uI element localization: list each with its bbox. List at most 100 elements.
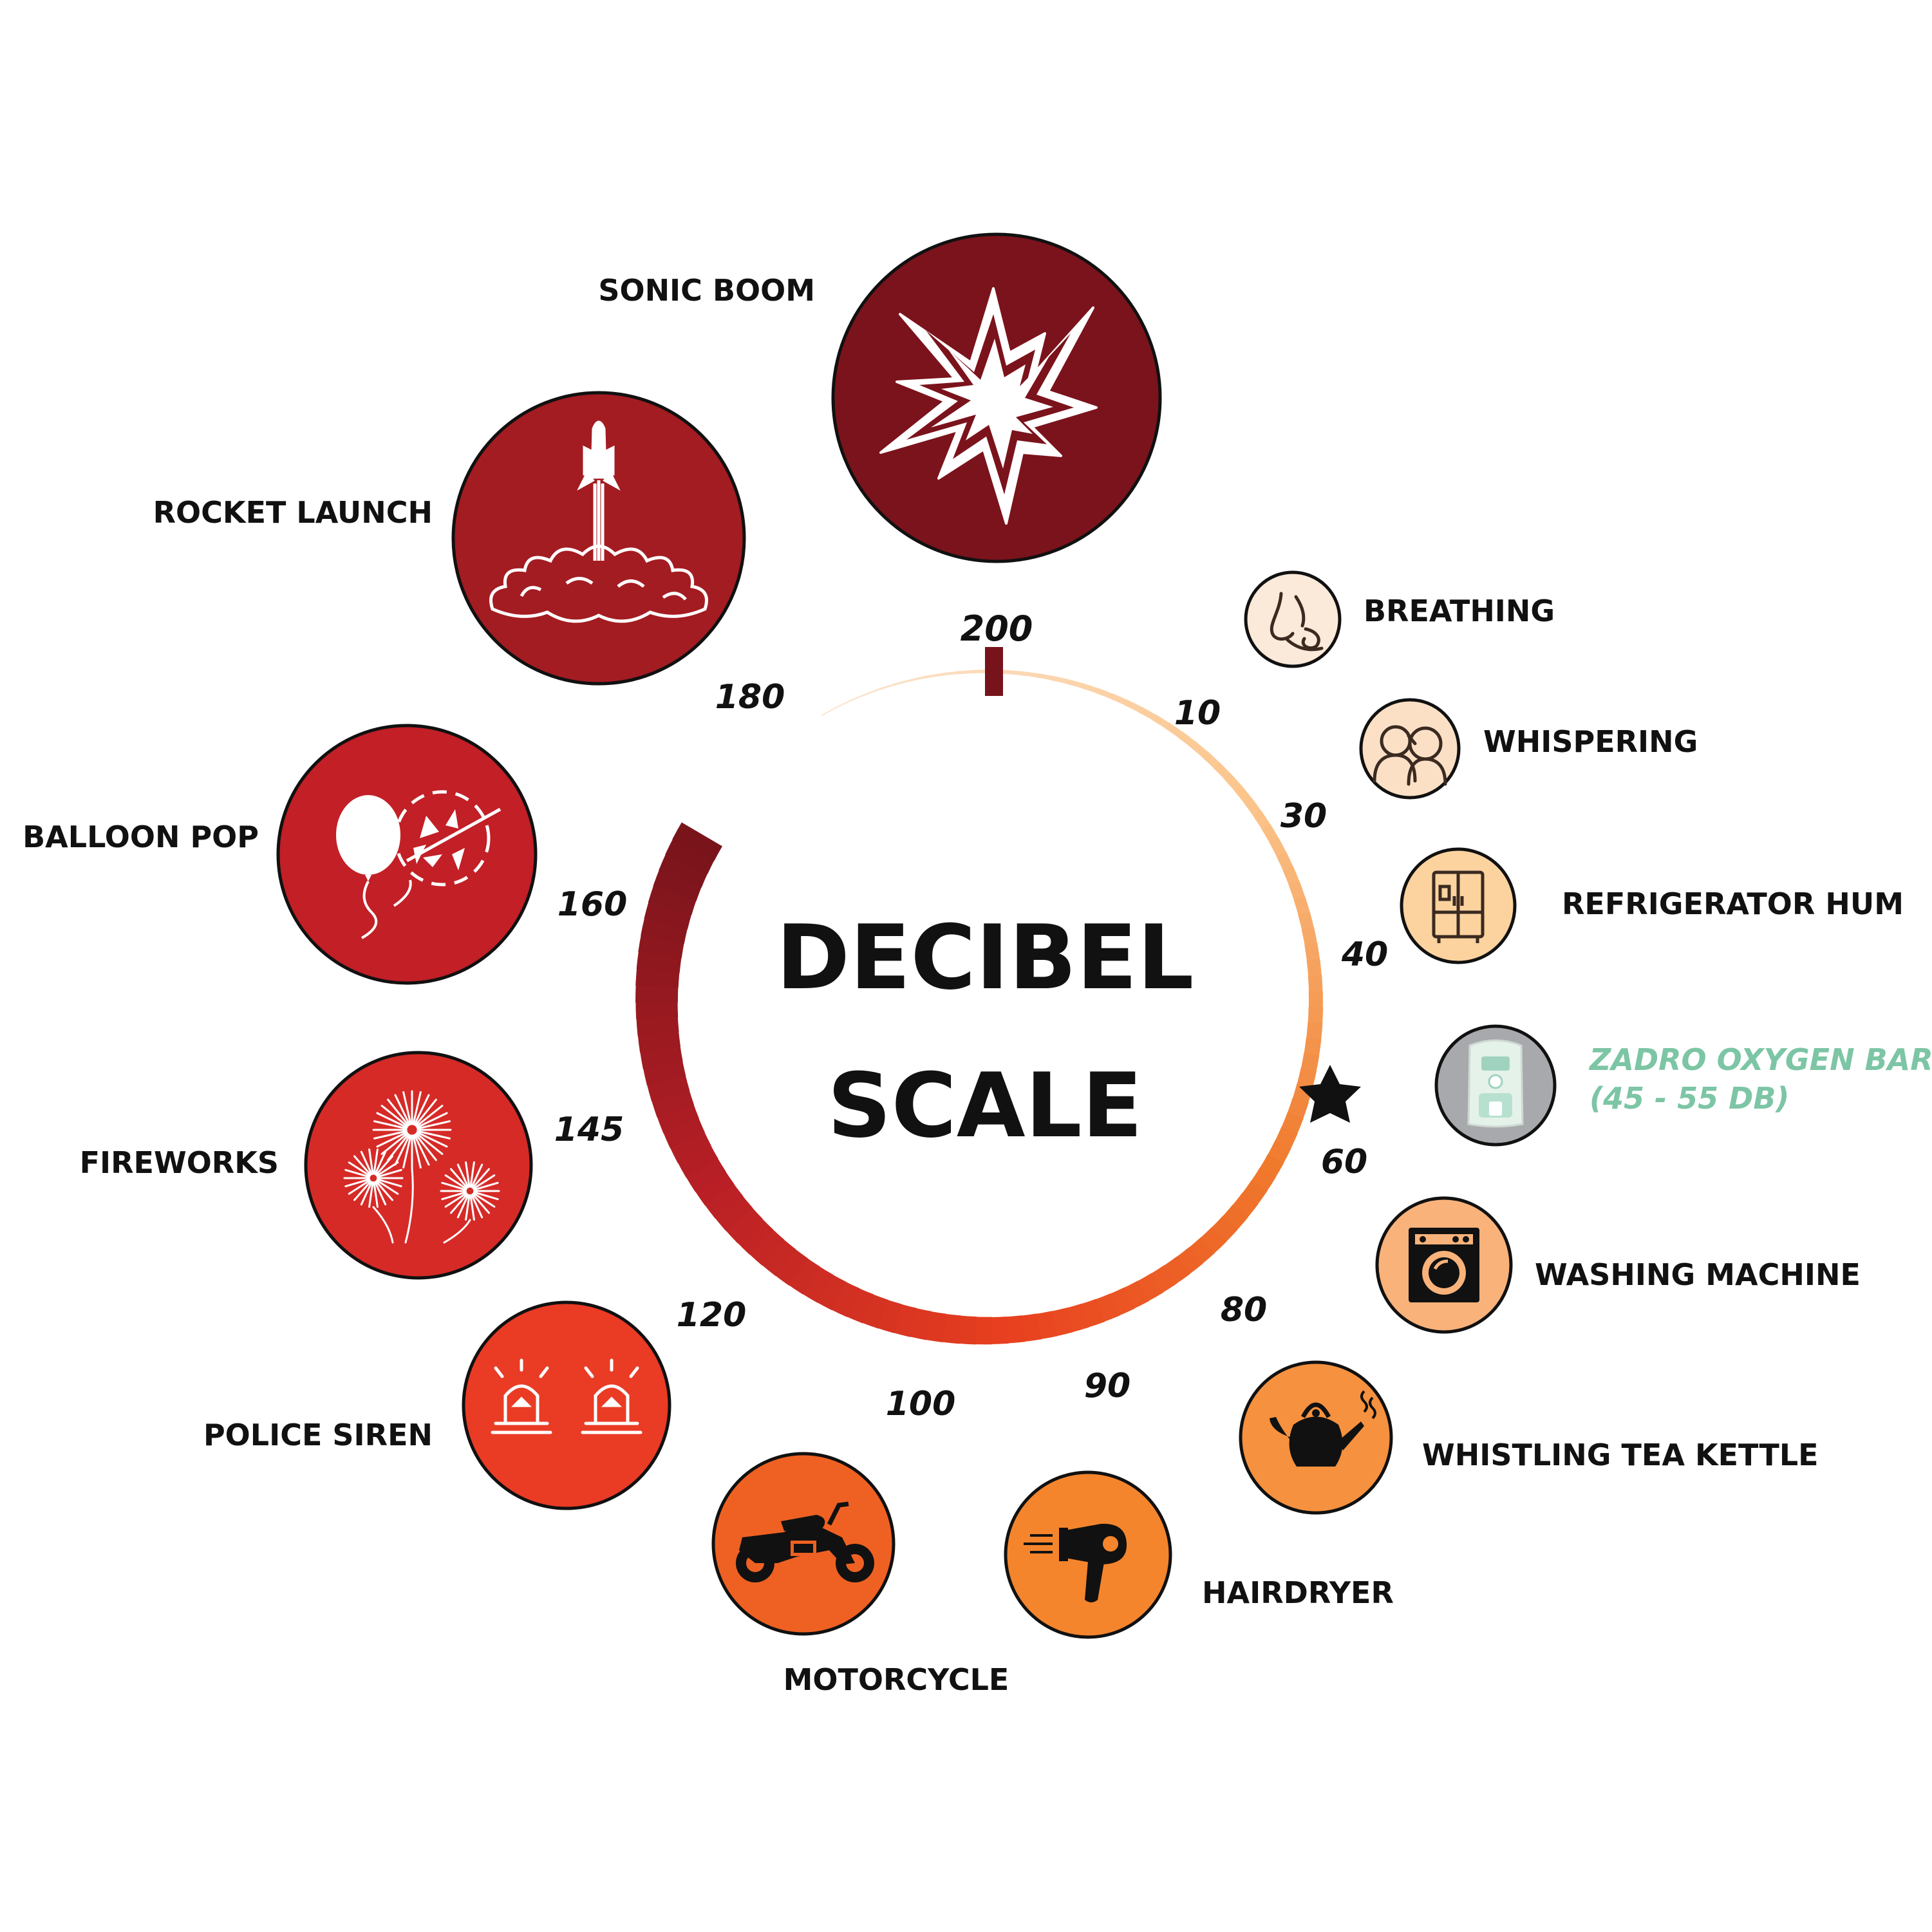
motorcycle-label: MOTORCYCLE: [783, 1662, 1009, 1697]
gauge-arc-segment: [694, 1170, 735, 1206]
gauge-arc-segment: [1065, 679, 1085, 689]
firework-ray: [471, 1193, 490, 1214]
gauge-arc-segment: [1035, 673, 1054, 680]
gauge-arc-segment: [704, 1182, 744, 1219]
gauge-arc-segment: [924, 673, 943, 679]
gauge-arc-segment: [1304, 1037, 1322, 1058]
gauge-arc-segment: [1187, 1237, 1215, 1266]
sound-balloon-pop: BALLOON POP: [23, 724, 538, 985]
gauge-arc-segment: [1293, 896, 1311, 917]
tick-label-200: 200: [961, 608, 1033, 649]
fireworks-label: FIREWORKS: [80, 1145, 279, 1180]
gauge-arc-segment: [1244, 797, 1262, 818]
gauge-arc-segment: [1306, 1022, 1323, 1042]
gauge-arc-segment: [1297, 1067, 1317, 1090]
firework-ray: [415, 1132, 444, 1155]
gauge-arc-end-cap: [985, 647, 1003, 696]
tea-kettle-icon: [1270, 1390, 1376, 1467]
hairdryer-icon: [1024, 1523, 1127, 1602]
firework-ray: [376, 1161, 399, 1177]
gauge-arc-segment: [656, 1102, 699, 1134]
gauge-arc-segment: [1308, 991, 1323, 1009]
gauge-arc-segment: [637, 1029, 681, 1053]
gauge-arc-segment: [1301, 926, 1318, 948]
motorcycle-icon: [736, 1501, 874, 1582]
gauge-arc-segment: [685, 1157, 726, 1192]
firework-ray: [373, 1120, 408, 1130]
gauge-arc-segment: [1035, 1311, 1058, 1340]
gauge-arc-segment: [659, 852, 709, 888]
gauge-arc-segment: [1050, 675, 1069, 684]
tick-label-100: 100: [886, 1385, 956, 1423]
gauge-arc-segment: [651, 1088, 695, 1118]
nose-icon: [1270, 592, 1324, 652]
gauge-arc-segment: [1253, 810, 1271, 831]
sound-oxygen-bar: ZADRO OXYGEN BAR (45 - 55 DB): [1434, 1024, 1932, 1147]
balloon-pop-circle: [276, 724, 538, 985]
breathing-label: BREATHING: [1364, 594, 1555, 628]
gauge-arc-segment: [821, 706, 838, 717]
firework-ray: [471, 1168, 490, 1189]
firework-ray: [416, 1131, 448, 1148]
firework-ray: [376, 1168, 402, 1178]
firework-ray: [373, 1148, 379, 1175]
gauge-arc-segment: [845, 1288, 874, 1324]
firework-ray: [412, 1134, 422, 1168]
firework-ray: [373, 1130, 408, 1140]
gauge-arc-segment: [1004, 1315, 1026, 1344]
gauge-arc-segment: [1304, 943, 1320, 963]
gauge-arc-segment: [1308, 974, 1323, 994]
gauge-arc-segment: [940, 1313, 962, 1344]
firework-ray: [444, 1192, 467, 1208]
refrigerator-icon: [1432, 870, 1485, 943]
gauge-arc-segment: [1224, 773, 1243, 793]
whispering-label: WHISPERING: [1483, 724, 1698, 759]
star-icon: [1299, 1065, 1361, 1123]
firework-ray: [368, 1181, 374, 1208]
gauge-arc-segment: [677, 1143, 718, 1178]
gauge-arc-segment: [940, 671, 959, 677]
firework-ray: [450, 1193, 469, 1214]
firework-ray: [387, 1098, 409, 1127]
firework-ray: [473, 1174, 496, 1190]
gauge-arc-segment: [830, 1280, 860, 1317]
firework-ray: [415, 1105, 444, 1127]
firework-ray: [373, 1181, 379, 1208]
gauge-arc-segment: [1241, 1179, 1268, 1206]
fireworks-circle: [304, 1051, 533, 1280]
firework-ray: [387, 1133, 409, 1161]
firework-ray: [375, 1155, 393, 1176]
firework-ray: [465, 1161, 471, 1188]
gauge-arc-segment: [1020, 1313, 1042, 1342]
gauge-arc-segment: [1165, 722, 1185, 739]
firework-ray: [415, 1098, 437, 1127]
firework-ray: [402, 1091, 412, 1125]
gauge-arc-segment: [713, 1194, 753, 1232]
gauge-arc-segment: [1149, 1265, 1177, 1294]
gauge-arc-segment: [1300, 1053, 1320, 1074]
sound-whispering: WHISPERING: [1359, 698, 1698, 800]
tick-label-120: 120: [677, 1296, 747, 1335]
police-siren-circle: [462, 1300, 671, 1510]
firework-ray: [471, 1194, 483, 1219]
gauge-arc-segment: [1232, 1192, 1259, 1219]
firework-ray: [469, 1161, 475, 1188]
gauge-arc-segment: [1202, 751, 1221, 770]
firework-ray: [380, 1105, 409, 1127]
gauge-arc-segment: [1152, 714, 1171, 730]
firework-ray: [374, 1181, 387, 1206]
sound-police-siren: POLICE SIREN: [203, 1300, 671, 1510]
gauge-arc-segment: [815, 1273, 847, 1311]
gauge-arc-segment: [1234, 785, 1253, 805]
gauge-arc-segment: [1276, 851, 1294, 873]
sound-tea-kettle: WHISTLING TEA KETTLE: [1239, 1360, 1819, 1515]
gauge-arc-segment: [736, 1217, 774, 1255]
firework-ray: [465, 1194, 471, 1221]
oxygen-bar-range-label: (45 - 55 DB): [1590, 1081, 1789, 1116]
gauge-arc-segment: [801, 1266, 834, 1303]
gauge-arc-segment: [1136, 1273, 1163, 1302]
sound-breathing: BREATHING: [1244, 570, 1555, 668]
firework-ray: [348, 1179, 371, 1195]
firework-trail: [404, 1167, 414, 1244]
